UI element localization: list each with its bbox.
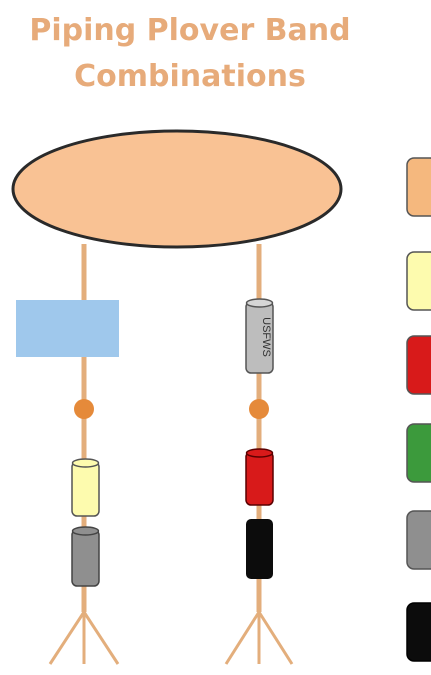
legend-band-black <box>406 602 431 662</box>
bird-body <box>11 129 343 249</box>
left-leg-flag <box>16 300 119 357</box>
left-foot <box>48 590 120 665</box>
legend-band-yellow <box>406 251 431 311</box>
right-leg-band-black <box>246 519 273 579</box>
right-leg-band-red <box>245 448 274 506</box>
metal-band-text: USFWS <box>260 317 272 357</box>
right-leg-metal-band: USFWS <box>245 298 274 374</box>
legend-band-red <box>406 335 431 395</box>
title-line-2: Combinations <box>74 59 306 94</box>
legend-band-gray <box>406 510 431 570</box>
legend-band-green <box>406 423 431 483</box>
right-foot <box>224 610 294 665</box>
right-leg-joint <box>249 399 269 419</box>
left-leg-band-gray <box>71 526 100 587</box>
title-line-1: Piping Plover Band <box>29 13 351 48</box>
left-leg-band-yellow <box>71 458 100 517</box>
diagram-title: Piping Plover Band Combinations <box>0 8 380 100</box>
band-color-legend <box>406 157 431 662</box>
legend-band-orange <box>406 157 431 217</box>
left-leg-joint <box>74 399 94 419</box>
